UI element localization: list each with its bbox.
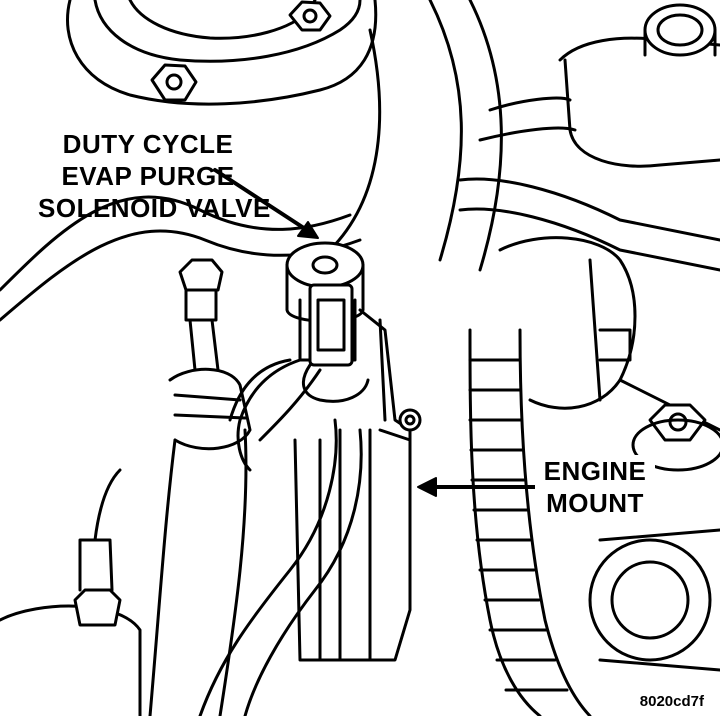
leader-arrow-mount: [417, 477, 537, 497]
solenoid-callout-line-3: SOLENOID VALVE: [38, 193, 271, 223]
figure-code: 8020cd7f: [639, 693, 704, 710]
left-fitting: [148, 258, 252, 716]
mount-bolt-right: [631, 403, 720, 472]
solenoid-callout-line-1: DUTY CYCLE: [62, 129, 234, 159]
solenoid-callout-line-2: EVAP PURGE: [61, 161, 235, 191]
strut-tower: [66, 0, 382, 252]
engine-mount-callout-line-2: MOUNT: [546, 488, 644, 518]
leader-arrow-solenoid: [213, 168, 319, 239]
reservoir: [558, 3, 720, 168]
engine-mount-bracket: [293, 308, 422, 662]
purge-hose: [198, 418, 363, 716]
coolant-hose-right: [428, 0, 720, 272]
bolt-top-left: [150, 63, 198, 102]
bolt-top-center: [288, 0, 332, 32]
pulley-assembly: [498, 236, 720, 432]
purge-solenoid-valve: [285, 241, 370, 403]
engine-mount-callout-line-1: ENGINE: [543, 456, 647, 486]
corrugated-hose: [468, 328, 592, 716]
engine-mount-callout: ENGINE MOUNT: [535, 455, 655, 519]
solenoid-callout: DUTY CYCLE EVAP PURGE SOLENOID VALVE: [38, 128, 271, 224]
lower-right-component: [588, 528, 720, 672]
wire-harness: [228, 358, 322, 472]
lower-left-canister: [0, 468, 142, 716]
